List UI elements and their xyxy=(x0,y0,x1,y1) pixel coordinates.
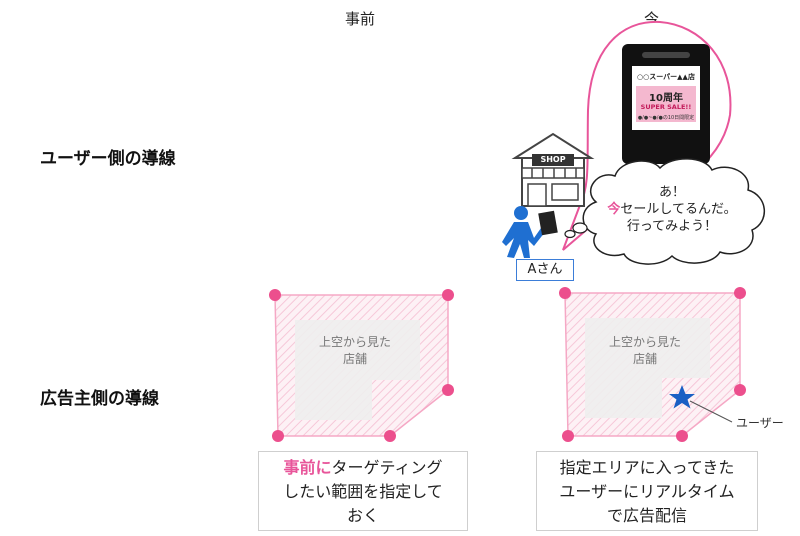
thought-line-2: 今セールしてるんだ。 xyxy=(600,201,744,218)
caption-now-line-1: 指定エリアに入ってきた xyxy=(559,458,735,477)
caption-before: 事前にターゲティング したい範囲を指定して おく xyxy=(258,451,468,531)
store-area-label-before: 上空から見た 店舗 xyxy=(300,334,410,368)
thought-line-3: 行ってみよう！ xyxy=(626,219,718,234)
phone-ad-period: ●/●~●/●の10日間限定 xyxy=(637,115,695,121)
store-label-line-2: 店舗 xyxy=(342,352,367,366)
person-label: Aさん xyxy=(516,259,574,281)
thought-text: あ！ 今セールしてるんだ。 行ってみよう！ xyxy=(600,184,744,235)
store-label-line-2: 店舗 xyxy=(632,352,657,366)
row-header-advertiser-flow: 広告主側の導線 xyxy=(40,389,159,409)
store-area-label-now: 上空から見た 店舗 xyxy=(590,334,700,368)
column-header-before: 事前 xyxy=(345,10,376,28)
shop-sign: SHOP xyxy=(540,155,566,164)
thought-line-2-rest: セールしてるんだ。 xyxy=(620,202,737,217)
store-label-line-1: 上空から見た xyxy=(608,335,681,349)
walking-person-icon xyxy=(502,206,558,258)
caption-before-line-1: 事前にターゲティング xyxy=(259,456,467,480)
smartphone-icon xyxy=(622,44,710,164)
caption-before-line-2: したい範囲を指定して xyxy=(283,482,443,501)
row-header-user-flow: ユーザー側の導線 xyxy=(40,149,176,169)
thought-line-1: あ！ xyxy=(658,185,685,200)
target-area-now xyxy=(559,287,746,442)
caption-before-highlight: 事前に xyxy=(283,458,332,477)
user-star-icon xyxy=(669,385,695,409)
caption-now: 指定エリアに入ってきた ユーザーにリアルタイム で広告配信 xyxy=(536,451,758,531)
target-area-before xyxy=(269,289,454,442)
thought-highlight-now: 今 xyxy=(607,202,621,217)
thought-cloud xyxy=(564,158,766,265)
store-label-line-1: 上空から見た xyxy=(318,335,391,349)
caption-before-line-1-rest: ターゲティング xyxy=(331,458,443,477)
phone-ad-store-name: ○○スーパー▲▲店 xyxy=(637,73,695,81)
caption-before-line-3: おく xyxy=(346,506,379,525)
caption-now-line-2: ユーザーにリアルタイム xyxy=(559,482,735,501)
phone-ad-sale: SUPER SALE!! xyxy=(640,103,692,111)
caption-now-line-3: で広告配信 xyxy=(606,506,687,525)
shop-icon xyxy=(511,132,595,207)
user-marker-label: ユーザー xyxy=(736,416,784,430)
phone-ad-anniversary: 10周年 xyxy=(649,93,683,104)
